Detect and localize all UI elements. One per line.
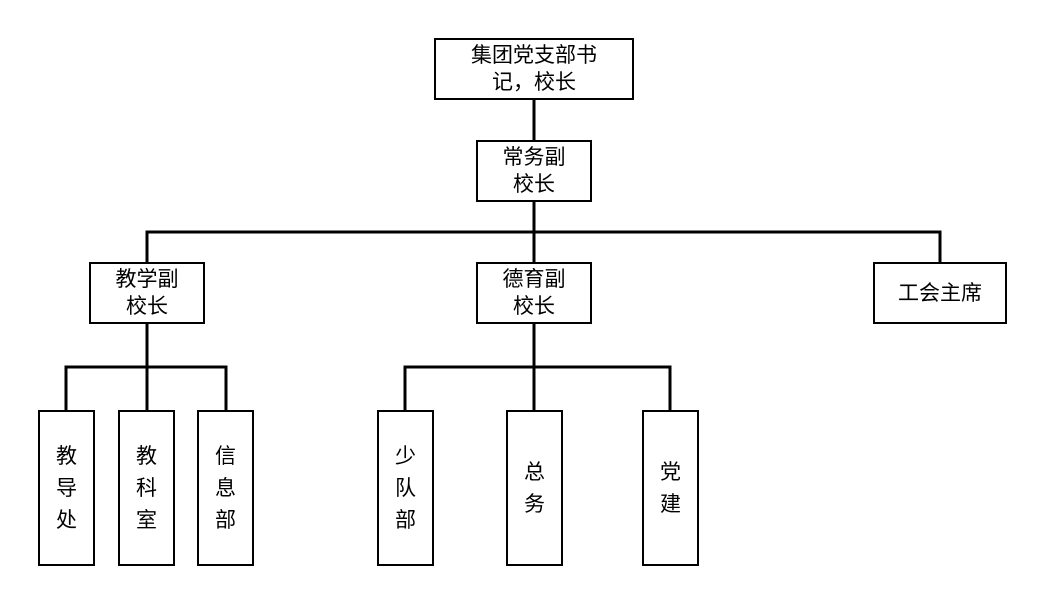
dept-jiaokeshi-label: 教科室 <box>136 444 157 532</box>
dept-dangjian-label: 党建 <box>660 460 681 516</box>
node-union-chair: 工会主席 <box>873 262 1007 324</box>
node-top-secretary-principal: 集团党支部书 记，校长 <box>434 38 634 100</box>
node-dept-zongwu: 总务 <box>506 410 563 566</box>
node-moral-vice-principal: 德育副 校长 <box>476 262 592 324</box>
node-dept-jiaodaochu: 教导处 <box>38 410 95 566</box>
dept-jiaodaochu-label: 教导处 <box>56 444 77 532</box>
node-dept-shaoduibu: 少队部 <box>377 410 434 566</box>
node-executive-vice-principal: 常务副 校长 <box>476 140 592 202</box>
node-union-chair-label: 工会主席 <box>898 280 982 305</box>
node-teaching-vice-principal: 教学副 校长 <box>89 262 205 324</box>
node-dept-jiaokeshi: 教科室 <box>118 410 175 566</box>
dept-xinxibu-label: 信息部 <box>215 444 236 532</box>
node-dept-xinxibu: 信息部 <box>197 410 254 566</box>
dept-zongwu-label: 总务 <box>524 460 545 516</box>
node-dept-dangjian: 党建 <box>642 410 699 566</box>
dept-shaoduibu-label: 少队部 <box>395 444 416 532</box>
node-top-label: 集团党支部书 记，校长 <box>471 43 597 94</box>
node-moral-vp-label: 德育副 校长 <box>502 267 566 318</box>
node-executive-vp-label: 常务副 校长 <box>502 145 566 196</box>
node-teaching-vp-label: 教学副 校长 <box>115 267 179 318</box>
